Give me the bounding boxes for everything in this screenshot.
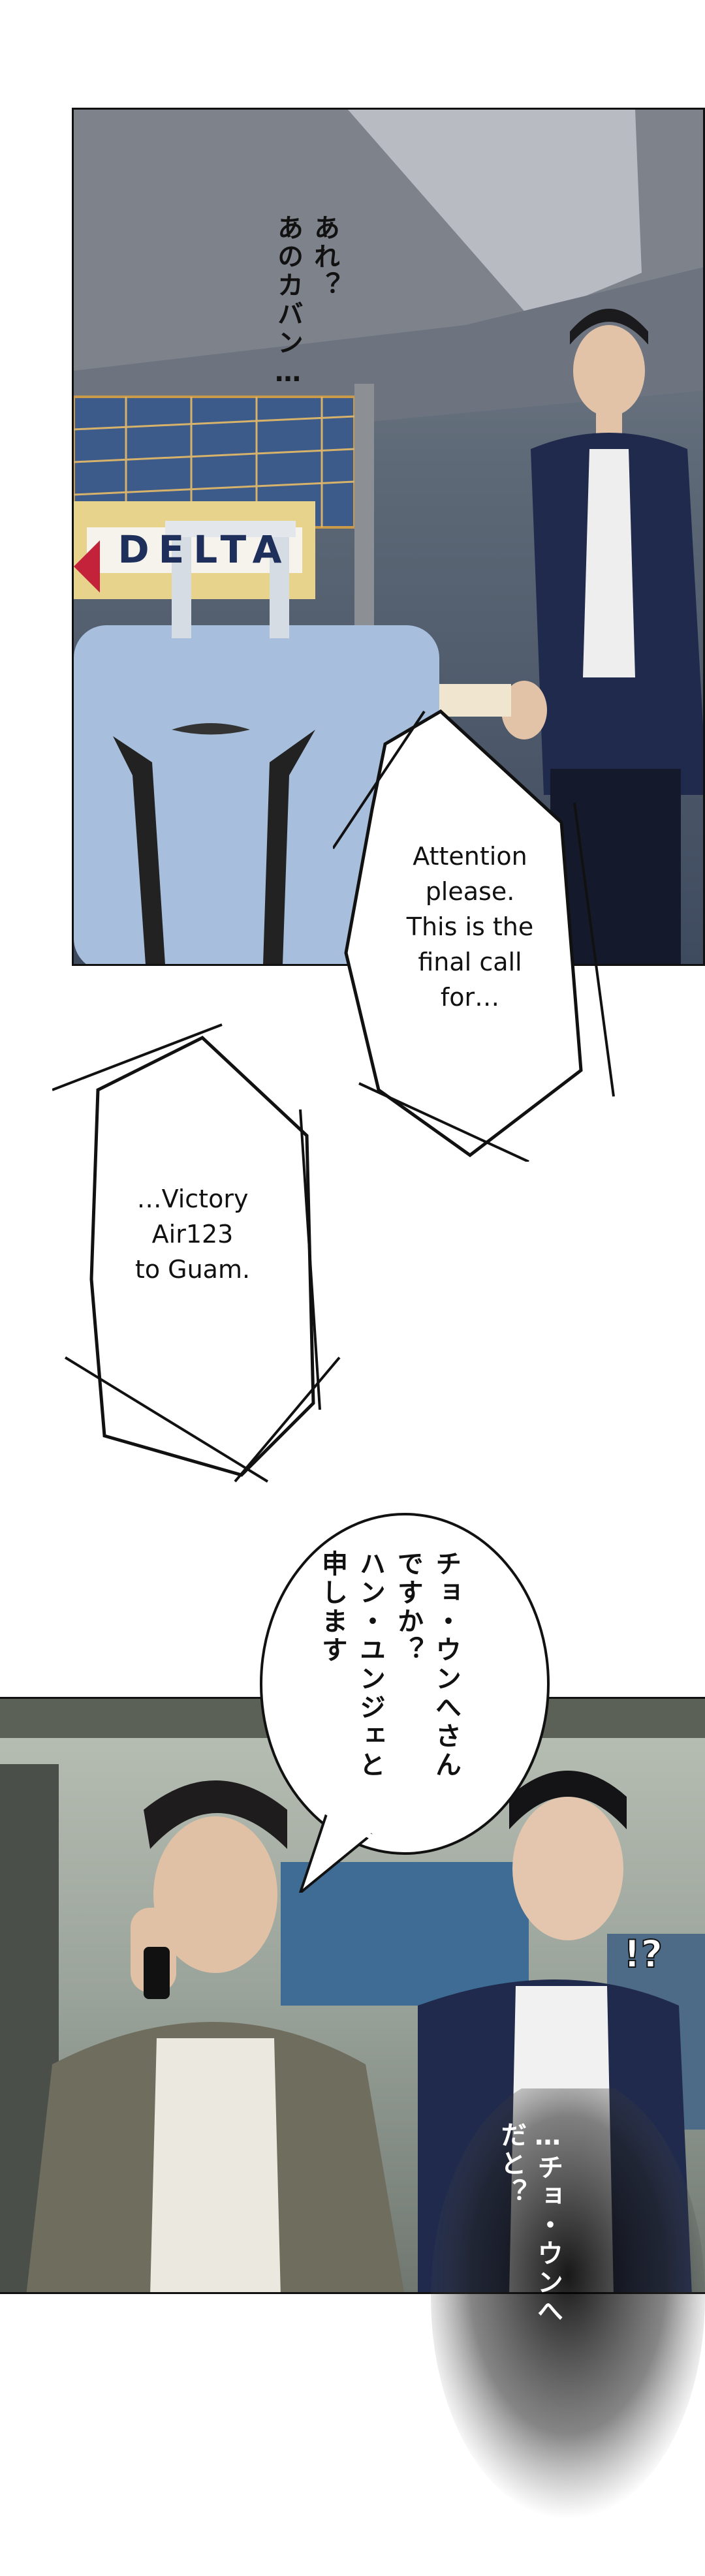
thought-text: あれ？ あのカバン… <box>273 214 339 390</box>
left-man-face <box>153 1816 277 1973</box>
man-face <box>573 325 645 416</box>
narration-text-1: Attention please. This is the final call… <box>406 842 534 1012</box>
airport-scene-illustration <box>74 110 703 964</box>
narration-text-2: …Victory Air123 to Guam. <box>134 1185 251 1284</box>
speech-text: チョ・ウンへさん ですか？ ハン・ユンジェと 申します <box>317 1550 461 1780</box>
whisper-shadow <box>431 2088 705 2519</box>
narration-box-2 <box>52 1023 341 1483</box>
panel-airport: あれ？ あのカバン… DELTA <box>72 108 705 966</box>
whisper-text: …チョ・ウンへ だと？ <box>496 2121 563 2326</box>
suitcase <box>74 625 439 964</box>
right-man-face <box>512 1797 623 1940</box>
delta-sign-text: DELTA <box>118 527 291 572</box>
surprise-sfx: !? <box>623 1931 663 1977</box>
speech-bubble <box>260 1513 550 1893</box>
narration-box-1 <box>333 709 615 1162</box>
